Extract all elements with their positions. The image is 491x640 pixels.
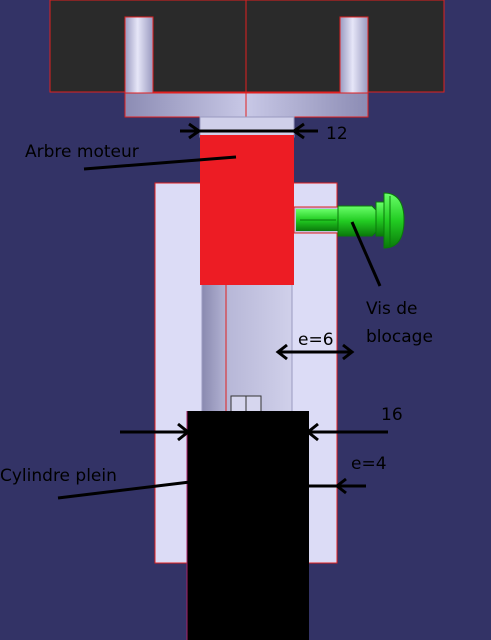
arbre-moteur-leader <box>83 155 237 171</box>
motor-pin-left <box>124 16 154 94</box>
motor-shaft-neck <box>199 116 295 138</box>
label-vis-de-blocage-line1: Vis de <box>366 299 418 319</box>
solid-cylinder <box>186 411 309 640</box>
dimension-e6-arrows <box>275 343 355 361</box>
label-cylindre-plein: Cylindre plein <box>0 466 117 486</box>
key-tabs <box>230 395 262 413</box>
label-e6: e=6 <box>298 330 334 350</box>
motor-pin-right <box>339 16 369 94</box>
label-arbre-moteur: Arbre moteur <box>25 142 139 162</box>
dimension-16-arrows <box>120 422 388 442</box>
housing-bore <box>201 283 293 413</box>
label-dimension-16: 16 <box>381 405 403 425</box>
cylindre-plein-leader <box>57 480 191 500</box>
dimension-12-arrows <box>180 122 318 140</box>
label-dimension-12: 12 <box>326 124 348 144</box>
dimension-e4-arrow <box>309 477 366 495</box>
label-e4: e=4 <box>351 454 387 474</box>
locking-screw <box>293 192 405 249</box>
motor-body <box>49 0 445 93</box>
label-vis-de-blocage-line2: blocage <box>366 327 433 347</box>
vis-de-blocage-leader <box>350 221 382 287</box>
